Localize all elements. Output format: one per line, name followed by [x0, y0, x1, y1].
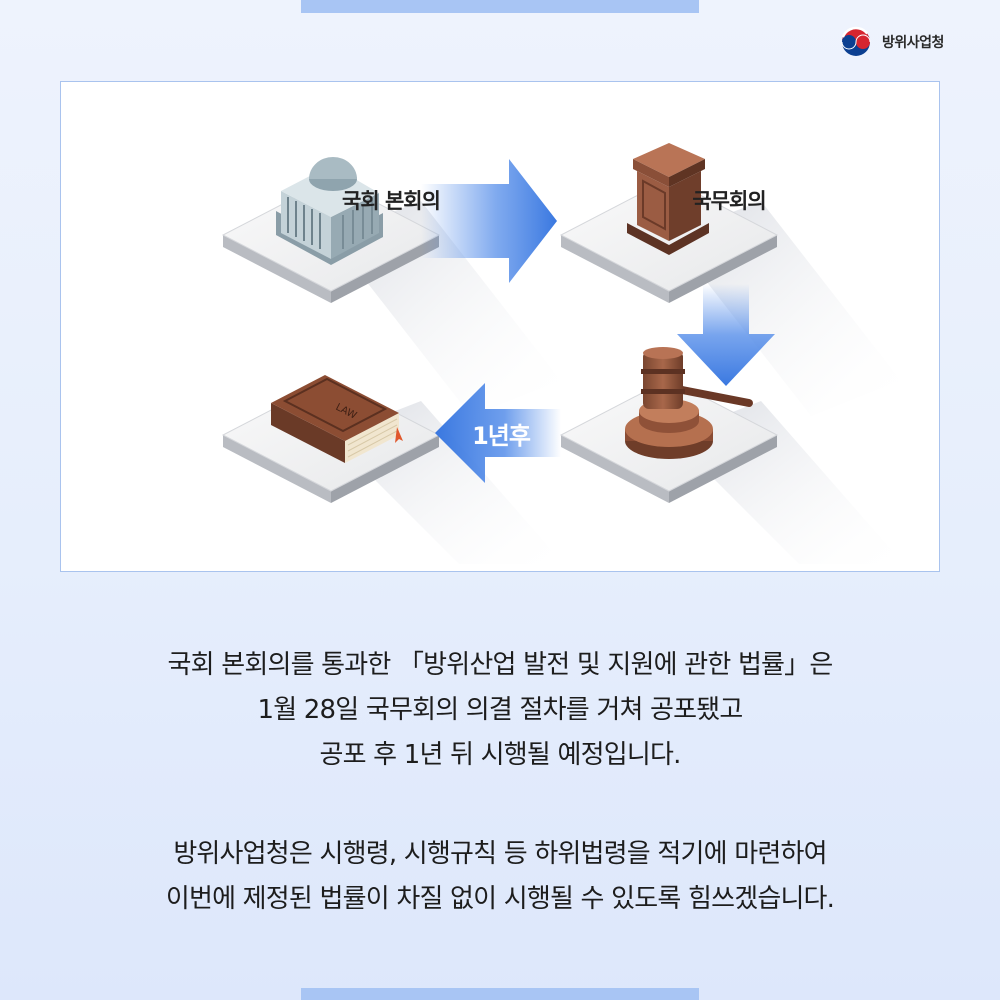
caption-paragraph-1: 국회 본회의를 통과한 「방위산업 발전 및 지원에 관한 법률」은 1월 28…	[0, 643, 1000, 778]
stage-label-national-assembly: 국회 본회의	[271, 185, 511, 215]
caption-paragraph-2: 방위사업청은 시행령, 시행규칙 등 하위법령을 적기에 마련하여 이번에 제정…	[0, 832, 1000, 922]
stage-label-cabinet-meeting: 국무회의	[609, 185, 849, 215]
caption-line: 공포 후 1년 뒤 시행될 예정입니다.	[0, 733, 1000, 778]
org-header: 방위사업청	[836, 22, 944, 62]
process-diagram: LAW 1년후	[68, 89, 932, 564]
diagram-frame: LAW 1년후 국회 본회의 국무회의 공포 시행	[60, 81, 940, 572]
taegeuk-emblem-icon	[836, 22, 876, 62]
caption-line: 이번에 제정된 법률이 차질 없이 시행될 수 있도록 힘쓰겠습니다.	[0, 877, 1000, 922]
caption-line: 방위사업청은 시행령, 시행규칙 등 하위법령을 적기에 마련하여	[0, 832, 1000, 877]
org-name: 방위사업청	[882, 32, 944, 52]
top-accent-bar	[301, 0, 699, 13]
bottom-accent-bar	[301, 988, 699, 1000]
arrow-left-label: 1년후	[472, 422, 531, 450]
diagram-panel: LAW 1년후 국회 본회의 국무회의 공포 시행	[68, 89, 932, 564]
caption-line: 1월 28일 국무회의 의결 절차를 거쳐 공포됐고	[0, 688, 1000, 733]
caption-line: 국회 본회의를 통과한 「방위산업 발전 및 지원에 관한 법률」은	[0, 643, 1000, 688]
